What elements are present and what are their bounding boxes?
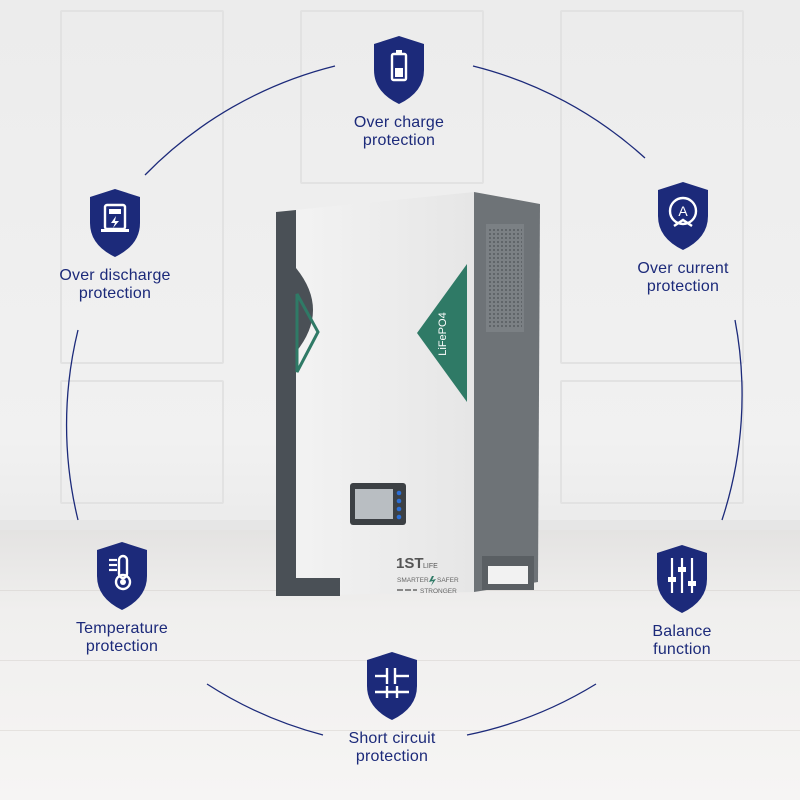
- slogan-smarter: SMARTER: [397, 577, 429, 584]
- thermometer-icon: [97, 542, 147, 610]
- feature-title: Over charge: [353, 114, 445, 131]
- feature-subtitle: protection: [85, 638, 159, 655]
- wall-panel: [560, 380, 744, 504]
- feature-subtitle: protection: [362, 132, 436, 149]
- wall-panel: [60, 380, 224, 504]
- feature-title: Over current: [637, 260, 729, 277]
- slogan-dashes: [397, 589, 417, 591]
- feature-title: Balance: [652, 623, 712, 640]
- balance-sliders-icon: [657, 545, 707, 613]
- svg-text:A: A: [678, 203, 688, 219]
- short-circuit-icon: [367, 652, 417, 720]
- current-meter-icon: A: [658, 182, 708, 250]
- chemistry-badge: [417, 264, 467, 402]
- discharge-station-icon: [90, 189, 140, 257]
- feature-title: Over discharge: [59, 267, 171, 284]
- feature-title: Temperature: [75, 620, 169, 637]
- chemistry-label: LiFePO4: [437, 312, 449, 355]
- slogan-safer: SAFER: [437, 577, 459, 584]
- wall-panel: [60, 10, 224, 364]
- bolt-icon: [429, 576, 436, 586]
- wall-panel: [560, 10, 744, 364]
- battery-charge-icon: [374, 36, 424, 104]
- feature-subtitle: protection: [355, 748, 429, 765]
- feature-subtitle: protection: [78, 285, 152, 302]
- feature-title: Short circuit: [348, 730, 436, 747]
- lcd-buttons: [396, 490, 402, 520]
- side-vent-holes: [488, 228, 522, 328]
- chevron-mark: [295, 293, 320, 373]
- wall-panel: [300, 10, 484, 184]
- battery-front: [276, 192, 474, 596]
- feature-subtitle: protection: [646, 278, 720, 295]
- brand-suffix: LIFE: [423, 563, 438, 570]
- brand-name: 1ST: [396, 555, 424, 572]
- feature-subtitle: function: [653, 641, 711, 658]
- lcd-screen: [355, 489, 393, 519]
- slogan-stronger: STRONGER: [420, 588, 457, 595]
